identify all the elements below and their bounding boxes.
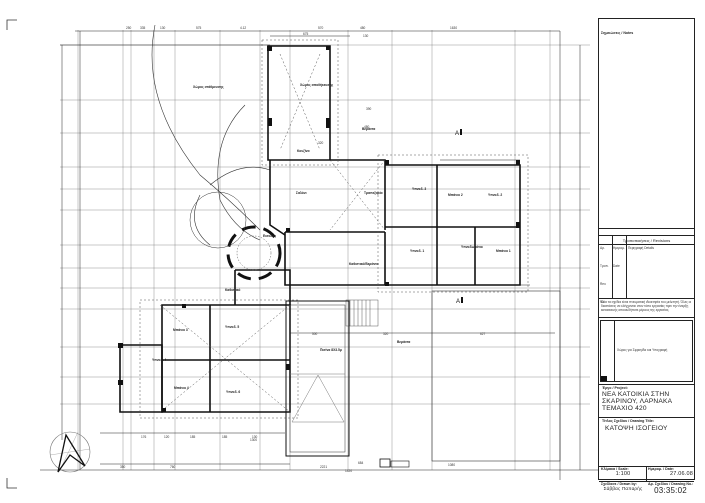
title-block: Σημειώσεις / Notes Τροποποιήσεις / Revis… xyxy=(598,18,695,495)
svg-text:4.12: 4.12 xyxy=(240,26,246,30)
svg-text:480: 480 xyxy=(360,26,366,30)
project-section: Έργο / Project: ΝΕΑ ΚΑΤΟΙΚΙΑ ΣΤΗΝ ΣΚΑΡΙΝ… xyxy=(602,386,673,412)
svg-text:390: 390 xyxy=(366,107,372,111)
structural-columns xyxy=(118,46,520,412)
svg-text:2221: 2221 xyxy=(320,465,327,469)
dimension-labels: 250 335 130 575 4.12 570 480 1630 675 130 390 4… xyxy=(120,26,486,473)
room-label-kitchen: Κουζίνα xyxy=(297,149,310,153)
svg-text:120: 120 xyxy=(164,435,170,439)
veranda-outline xyxy=(431,290,561,462)
svg-text:335: 335 xyxy=(140,26,146,30)
date-cell: Ημερομ. / Date: 27.06.08 xyxy=(648,467,693,477)
section-mark-bar xyxy=(460,129,462,135)
svg-text:684: 684 xyxy=(358,461,364,465)
svg-text:575: 575 xyxy=(196,26,202,30)
drawn-by-cell: Σχεδίασε / Drawn by: Σάββας Παπαρής xyxy=(601,482,645,491)
svg-text:675: 675 xyxy=(303,32,309,36)
room-label-living: Σαλόνι xyxy=(296,191,307,195)
svg-text:320: 320 xyxy=(318,141,324,145)
svg-text:130: 130 xyxy=(252,435,258,439)
room-label-bathroom-2: Μπάνιο 2 xyxy=(448,193,463,197)
section-mark-label: A xyxy=(456,299,460,305)
room-label-bedroom-1: Υπνοδ. 1 xyxy=(410,249,424,253)
room-label-bathroom-1: Μπάνιο 1 xyxy=(496,249,511,253)
round-entrance xyxy=(189,191,282,281)
project-line-3: ΤΕΜΑΧΙΟ 420 xyxy=(602,405,647,412)
pool-steps xyxy=(345,299,379,327)
svg-text:570: 570 xyxy=(318,26,324,30)
svg-text:320: 320 xyxy=(383,332,389,336)
room-label-master-bath: Υπνοδωμάτιο xyxy=(461,245,483,249)
svg-text:130: 130 xyxy=(363,34,369,38)
svg-text:185: 185 xyxy=(190,435,196,439)
north-arrow xyxy=(49,431,91,473)
project-line-1: ΝΕΑ ΚΑΤΟΙΚΙΑ ΣΤΗΝ xyxy=(602,391,670,398)
stamp-text: Χώρος για Σφραγίδα και Υπογραφή xyxy=(617,348,668,352)
svg-text:130: 130 xyxy=(160,26,166,30)
notes-section: Σημειώσεις / Notes xyxy=(601,21,633,39)
room-label-corridor: Καθιστικό xyxy=(225,288,240,292)
room-label-entrance: Εισοδος xyxy=(263,234,276,238)
drawn-by-value: Σάββας Παπαρής xyxy=(603,486,643,491)
room-label-storage: Χώρος αποθήκευσης xyxy=(300,83,333,87)
notes-label: Σημειώσεις / Notes xyxy=(601,31,634,35)
swimming-pool xyxy=(285,299,410,468)
svg-text:250: 250 xyxy=(126,26,132,30)
scale-value: 1:100 xyxy=(615,471,631,477)
room-label-bathroom-3: Μπάνιο 3 xyxy=(173,328,188,332)
stamp-area: Χώρος για Σφραγίδα και Υπογραφή xyxy=(600,320,693,382)
roof-outlines xyxy=(139,39,529,419)
crop-marks xyxy=(6,19,17,489)
room-label-veranda-top: Βεράντα xyxy=(362,127,375,131)
svg-text:1300: 1300 xyxy=(250,438,257,442)
svg-text:760: 760 xyxy=(170,465,176,469)
scale-cell: Κλίμακα / Scale: 1:100 xyxy=(601,467,645,477)
site-arcs xyxy=(151,24,271,246)
room-label-bedroom-2: Υπνοδ. 2 xyxy=(488,193,502,197)
rev-col-date: Ημερομ. Date xyxy=(613,246,625,268)
room-label-veranda-bottom: Βεράντα xyxy=(397,340,410,344)
room-labels: Χώρος στάθμευσης Χώρος αποθήκευσηςΒεράντα… xyxy=(152,83,511,394)
svg-text:480: 480 xyxy=(364,125,370,129)
svg-text:627: 627 xyxy=(480,332,486,336)
rev-col-details: Περιγραφή Details xyxy=(628,246,654,250)
drawing-number: 03:35:02 xyxy=(654,486,687,495)
svg-text:176: 176 xyxy=(141,435,147,439)
room-label-family-room: Καθιστικό/Βεράντα xyxy=(349,262,379,266)
section-mark-label: A xyxy=(455,131,459,137)
svg-text:185: 185 xyxy=(222,435,228,439)
room-label-bedroom-5: Υπνοδ. 5 xyxy=(225,325,239,329)
date-value: 27.06.08 xyxy=(669,471,693,477)
rev-col-no: Αρ. Τροπ. Rev. No. xyxy=(600,246,609,304)
svg-text:1630: 1630 xyxy=(450,26,457,30)
svg-text:1420: 1420 xyxy=(345,469,352,473)
revisions-header: Τροποποιήσεις / Revisions xyxy=(622,238,671,243)
room-label-dining: Τραπεζαρία xyxy=(364,191,383,195)
drawing-number-cell: Αρ. Σχεδίου / Drawing No.: 03:35:02 xyxy=(648,482,694,495)
svg-text:500: 500 xyxy=(312,332,318,336)
svg-text:350: 350 xyxy=(120,465,126,469)
building-walls xyxy=(119,45,521,413)
room-label-parking-area: Χώρος στάθμευσης xyxy=(193,85,224,89)
section-marks: AA xyxy=(455,129,463,305)
room-label-bathroom-4: Μπάνιο 4 xyxy=(174,386,189,390)
drawing-title: ΚΑΤΟΨΗ ΙΣΟΓΕΙΟΥ xyxy=(605,425,668,432)
disclaimer-text: Όλα τα σχέδια είναι πνευματική ιδιοκτησί… xyxy=(601,300,692,312)
room-label-bedroom-3: Υπνοδ. 3 xyxy=(412,187,426,191)
room-label-bedroom-6: Υπνοδ. 6 xyxy=(226,390,240,394)
room-label-bedroom-4: Υπνοδ. 4 xyxy=(152,358,166,362)
room-label-pool: Πισίνα 8X3.5μ xyxy=(320,348,342,352)
project-line-2: ΣΚΑΡΙΝΟΥ, ΛΑΡΝΑΚΑ xyxy=(602,398,673,405)
section-mark-bar xyxy=(461,297,463,303)
drawing-title-section: Τίτλος Σχεδίου / Drawing Title: ΚΑΤΟΨΗ Ι… xyxy=(602,419,668,432)
svg-text:1080: 1080 xyxy=(448,463,455,467)
